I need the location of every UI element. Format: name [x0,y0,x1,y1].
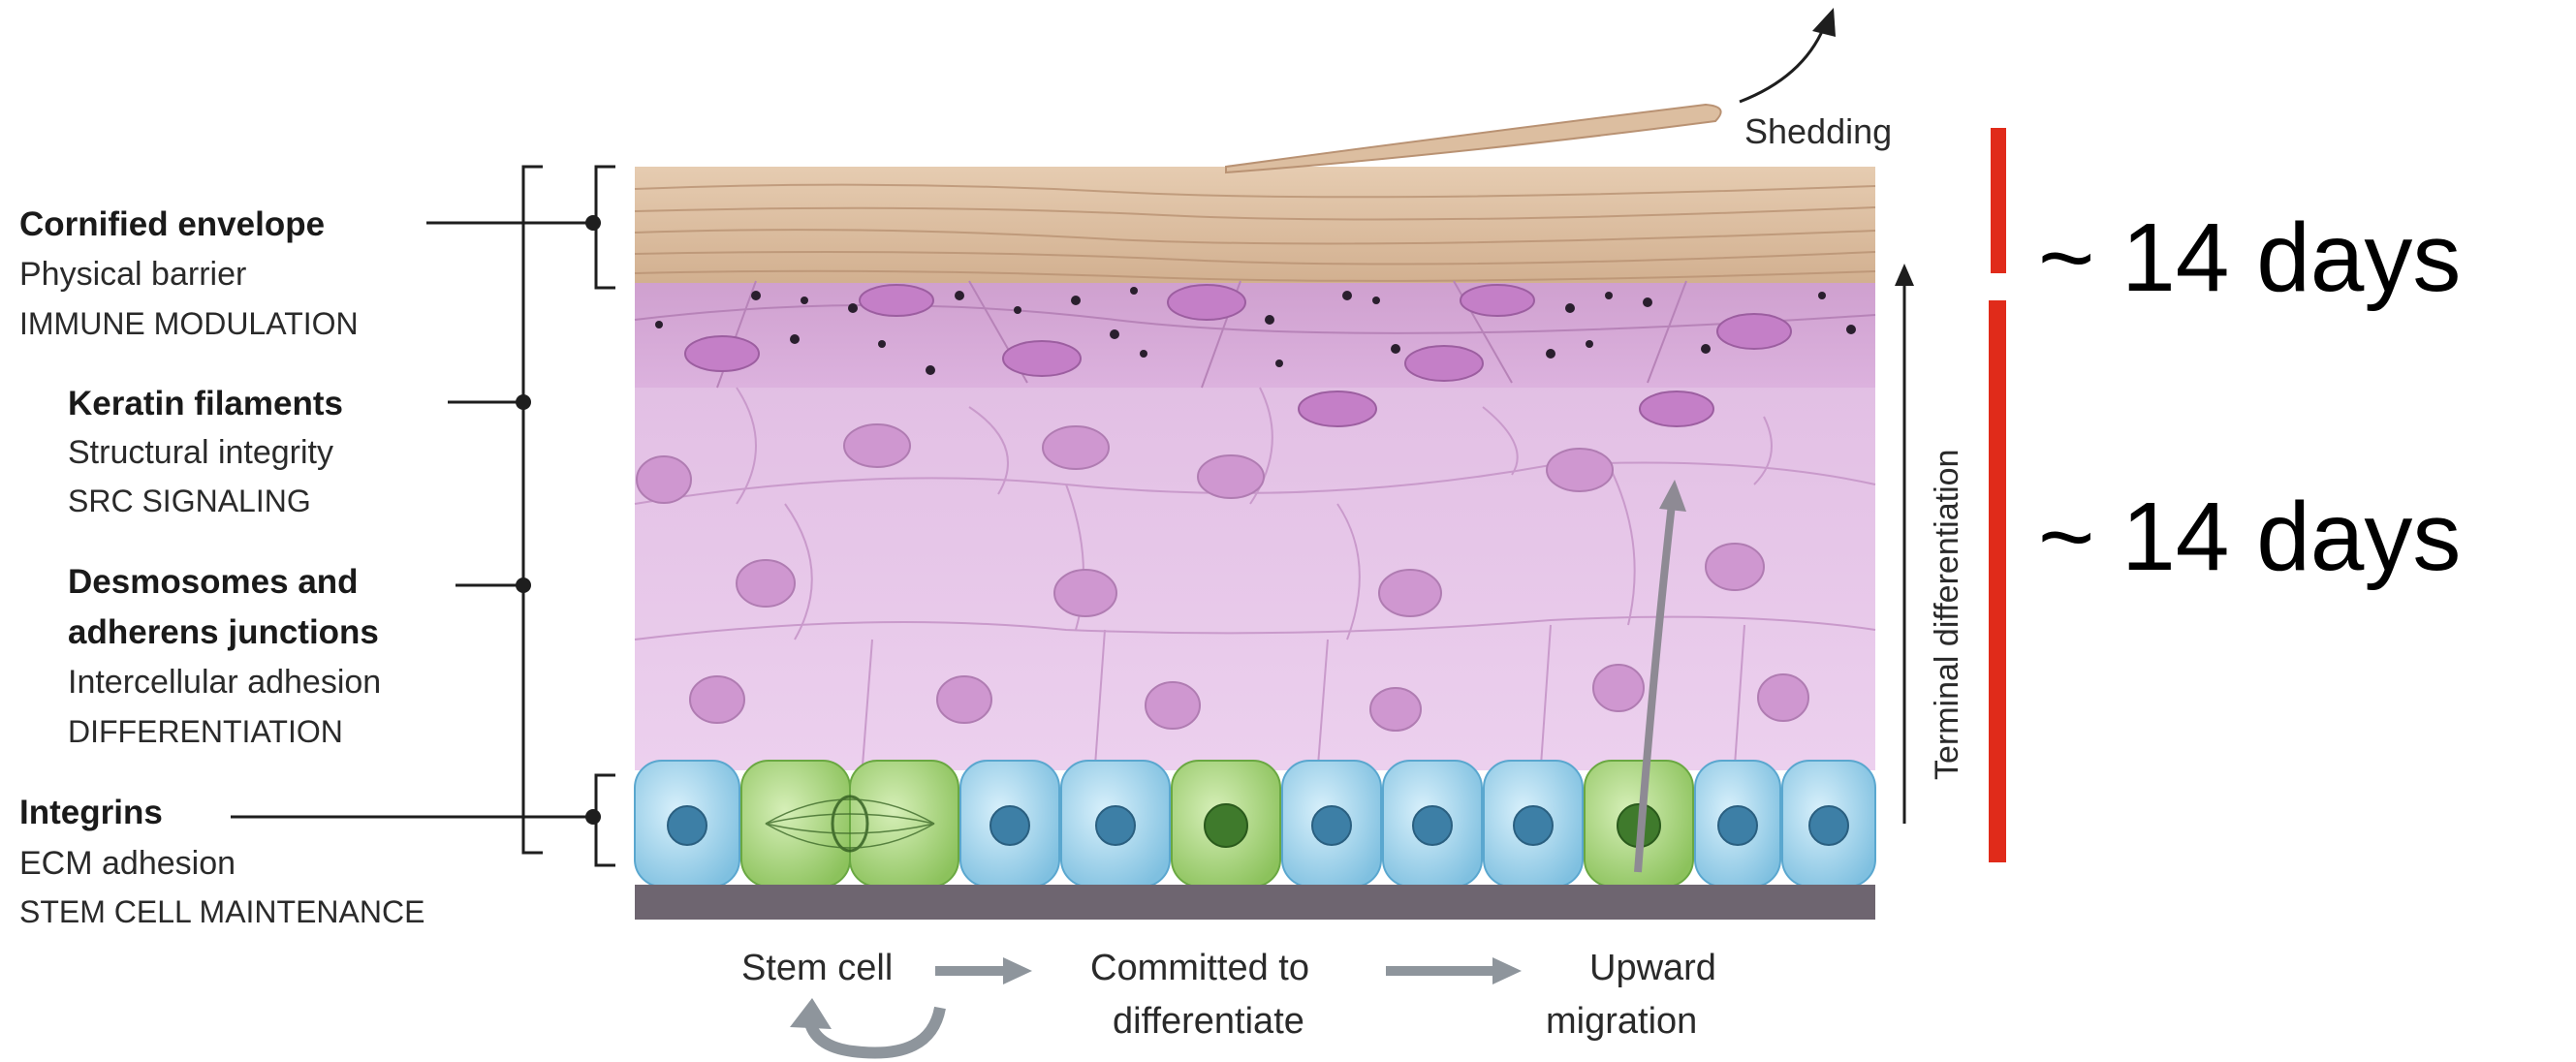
annotation-integrins: Integrins ECM adhesion STEM CELL MAINTEN… [19,794,424,929]
shedding-flake [1226,105,1721,172]
self-renewal-arrowhead [790,998,832,1029]
flow-arrowhead-2 [1492,957,1522,984]
scale-bars [1989,128,2006,862]
shedding-label: Shedding [1744,111,1892,151]
desmosomes-line-2: DIFFERENTIATION [68,714,343,749]
spinous-layer [635,383,1875,770]
shedding-arrow [1740,27,1824,102]
granular-layer [635,281,1875,388]
basement-membrane [635,885,1875,920]
cornified-title: Cornified envelope [19,205,325,243]
basal-layer [635,761,1875,887]
epidermis-layers [635,105,1875,920]
shedding-arrowhead [1812,8,1836,37]
keratin-line-2: SRC SIGNALING [68,484,311,518]
annotation-desmosomes: Desmosomes and adherens junctions Interc… [68,563,381,749]
desmosomes-line-1: Intercellular adhesion [68,664,381,701]
integrins-line-1: ECM adhesion [19,845,236,882]
annotation-keratin: Keratin filaments Structural integrity S… [68,385,343,518]
flow-arrowhead-1 [1003,957,1032,984]
shedding-annotation: Shedding [1740,8,1892,151]
cornified-line-1: Physical barrier [19,256,246,293]
scale-bar-bottom [1989,300,2006,862]
terminal-diff-arrowhead [1895,264,1914,286]
terminal-differentiation: Terminal differentiation [1895,264,1965,824]
annotation-cornified: Cornified envelope Physical barrier IMMU… [19,205,359,341]
committed-label-2: differentiate [1113,1001,1304,1042]
committed-label-1: Committed to [1090,948,1309,988]
scale-bar-top [1991,128,2006,273]
duration-top: ~ 14 days [2038,203,2461,312]
stem-cell-label: Stem cell [741,948,893,988]
self-renewal-arrow [809,1008,940,1053]
integrins-line-2: STEM CELL MAINTENANCE [19,894,424,929]
lineage-flow: Stem cell Committed to differentiate Upw… [741,948,1716,1053]
desmosomes-title-2: adherens junctions [68,613,379,651]
upward-label-2: migration [1546,1001,1697,1042]
annotation-dots [516,215,601,825]
duration-bottom: ~ 14 days [2038,483,2461,591]
desmosomes-title: Desmosomes and [68,563,359,601]
terminal-diff-label: Terminal differentiation [1929,450,1965,780]
keratin-line-1: Structural integrity [68,434,333,471]
cornified-line-2: IMMUNE MODULATION [19,306,359,341]
upward-label-1: Upward [1589,948,1716,988]
integrins-title: Integrins [19,794,163,831]
keratin-title: Keratin filaments [68,385,343,422]
